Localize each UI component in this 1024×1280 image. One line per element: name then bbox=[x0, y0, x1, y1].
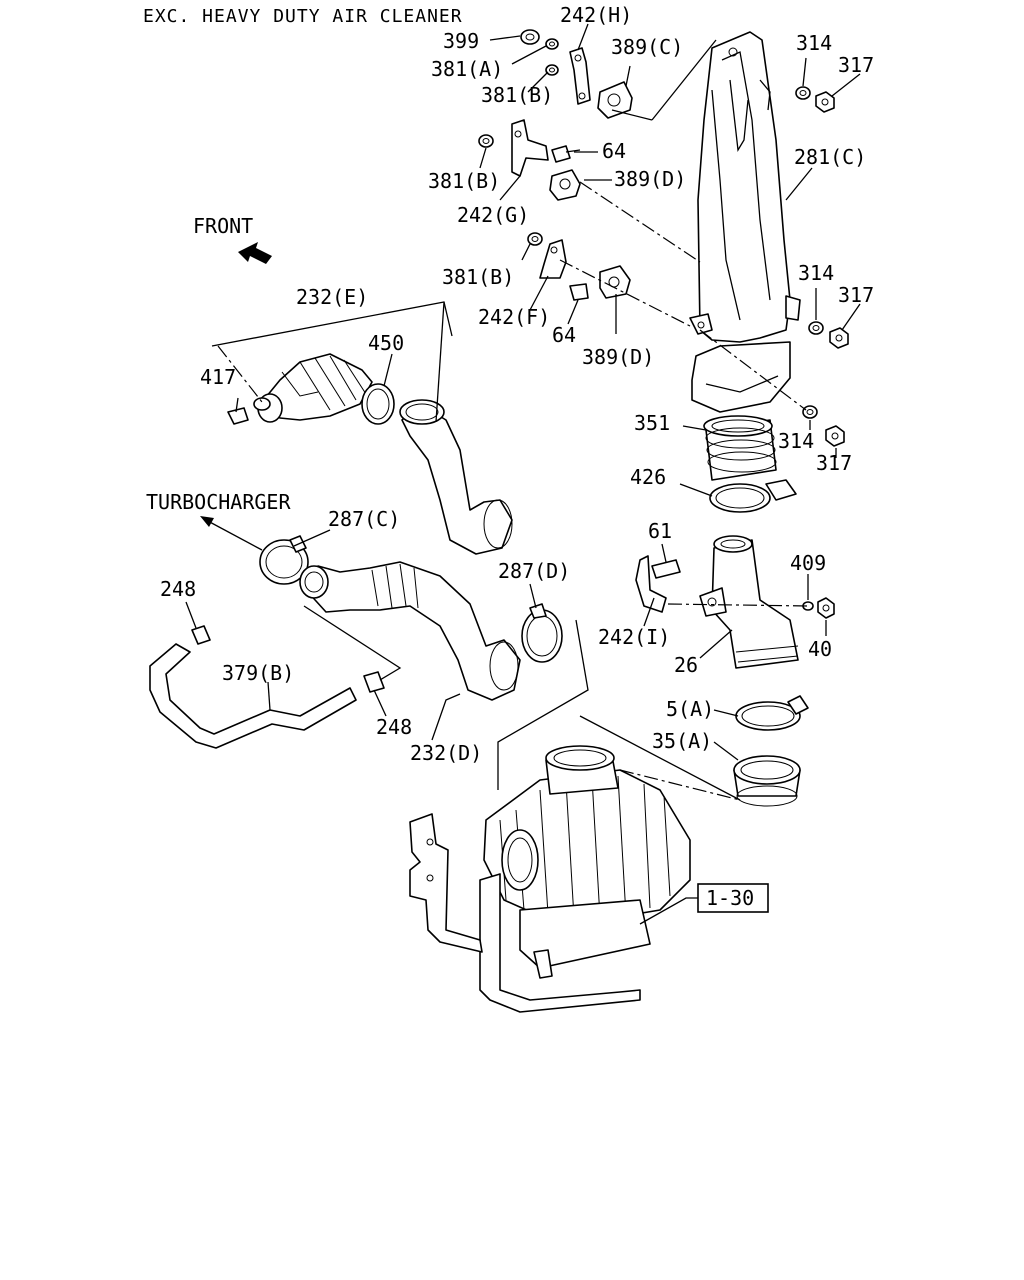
washer-381b-top bbox=[545, 64, 559, 76]
callout-242i: 242(I) bbox=[598, 625, 670, 649]
callout-381b-mid: 381(B) bbox=[428, 169, 500, 193]
callout-317-low: 317 bbox=[816, 451, 852, 475]
clip-248-right bbox=[363, 671, 385, 693]
bracket-242h bbox=[569, 47, 591, 105]
callout-381b-top: 381(B) bbox=[481, 83, 553, 107]
turbocharger-arrow-line bbox=[205, 519, 263, 551]
front-label: FRONT bbox=[193, 214, 253, 238]
nut-317-top bbox=[815, 91, 835, 113]
callout-389c: 389(C) bbox=[611, 35, 683, 59]
callout-381b-low: 381(B) bbox=[442, 265, 514, 289]
callout-40: 40 bbox=[808, 637, 832, 661]
nut-317-mid bbox=[829, 327, 849, 349]
callout-314-top: 314 bbox=[796, 31, 832, 55]
callout-242h: 242(H) bbox=[560, 3, 632, 27]
callout-242f: 242(F) bbox=[478, 305, 550, 329]
callout-61: 61 bbox=[648, 519, 672, 543]
callout-64-top: 64 bbox=[602, 139, 626, 163]
washer-314-top bbox=[795, 86, 811, 100]
washer-314-low bbox=[802, 405, 818, 419]
callout-248-right: 248 bbox=[376, 715, 412, 739]
callout-248-left: 248 bbox=[160, 577, 196, 601]
diagram-title: EXC. HEAVY DUTY AIR CLEANER bbox=[143, 6, 463, 27]
clamp-450 bbox=[361, 383, 395, 425]
bellows-351 bbox=[703, 415, 777, 481]
clamp-5a bbox=[735, 695, 809, 731]
callout-26: 26 bbox=[674, 653, 698, 677]
bolt-64-low bbox=[569, 283, 589, 301]
washer-381b-mid bbox=[478, 134, 494, 148]
bracket-242g bbox=[511, 119, 549, 177]
insulator-389c bbox=[597, 81, 633, 119]
hose-379b bbox=[149, 643, 357, 749]
clip-248-left bbox=[191, 625, 211, 645]
callout-314-low: 314 bbox=[778, 429, 814, 453]
callout-379b: 379(B) bbox=[222, 661, 294, 685]
front-arrow-icon bbox=[238, 242, 272, 264]
callout-389d-top: 389(D) bbox=[614, 167, 686, 191]
callout-317-mid: 317 bbox=[838, 283, 874, 307]
clamp-417 bbox=[227, 407, 249, 425]
washer-381b-low bbox=[527, 232, 543, 246]
center-lines bbox=[217, 181, 809, 801]
callout-351: 351 bbox=[634, 411, 670, 435]
air-duct-281c bbox=[689, 31, 801, 413]
callout-232e: 232(E) bbox=[296, 285, 368, 309]
callout-389d-low: 389(D) bbox=[582, 345, 654, 369]
clamp-287c bbox=[259, 535, 309, 585]
callout-232d: 232(D) bbox=[410, 741, 482, 765]
bracket-242i bbox=[635, 555, 667, 613]
nut-317-low bbox=[825, 425, 845, 447]
callout-5a: 5(A) bbox=[666, 697, 714, 721]
callout-35a: 35(A) bbox=[652, 729, 712, 753]
callout-417: 417 bbox=[200, 365, 236, 389]
hose-upper-bend bbox=[399, 399, 513, 555]
leader-lines bbox=[185, 23, 861, 925]
elbow-26 bbox=[699, 535, 799, 669]
ref-box-label: 1-30 bbox=[706, 886, 754, 910]
callout-287d: 287(D) bbox=[498, 559, 570, 583]
callout-64-low: 64 bbox=[552, 323, 576, 347]
hose-232e bbox=[253, 353, 373, 423]
bracket-242f bbox=[539, 239, 567, 279]
turbocharger-arrow-icon bbox=[200, 516, 214, 527]
callout-399: 399 bbox=[443, 29, 479, 53]
callout-381a: 381(A) bbox=[431, 57, 503, 81]
insulator-389d-low bbox=[599, 265, 631, 299]
insulator-389d-top bbox=[549, 169, 581, 201]
clamp-426 bbox=[709, 479, 797, 513]
air-cleaner-assembly bbox=[409, 745, 691, 1013]
callout-labels: 399 242(H) 381(A) 381(B) 389(C) 314 317 … bbox=[160, 3, 874, 765]
turbocharger-label: TURBOCHARGER bbox=[146, 490, 291, 514]
callout-450: 450 bbox=[368, 331, 404, 355]
washer-314-mid bbox=[808, 321, 824, 335]
nut-40 bbox=[817, 597, 835, 619]
callout-314-mid: 314 bbox=[798, 261, 834, 285]
seal-35a bbox=[733, 755, 801, 807]
callout-317-top: 317 bbox=[838, 53, 874, 77]
hose-232d bbox=[299, 561, 521, 701]
bolt-64-top bbox=[551, 145, 581, 163]
callout-281c: 281(C) bbox=[794, 145, 866, 169]
callout-409: 409 bbox=[790, 551, 826, 575]
callout-287c: 287(C) bbox=[328, 507, 400, 531]
washer-381a bbox=[545, 38, 559, 50]
nut-399 bbox=[520, 29, 540, 45]
callout-426: 426 bbox=[630, 465, 666, 489]
callout-242g: 242(G) bbox=[457, 203, 529, 227]
bolt-61 bbox=[651, 559, 681, 579]
clamp-287d bbox=[521, 603, 563, 663]
